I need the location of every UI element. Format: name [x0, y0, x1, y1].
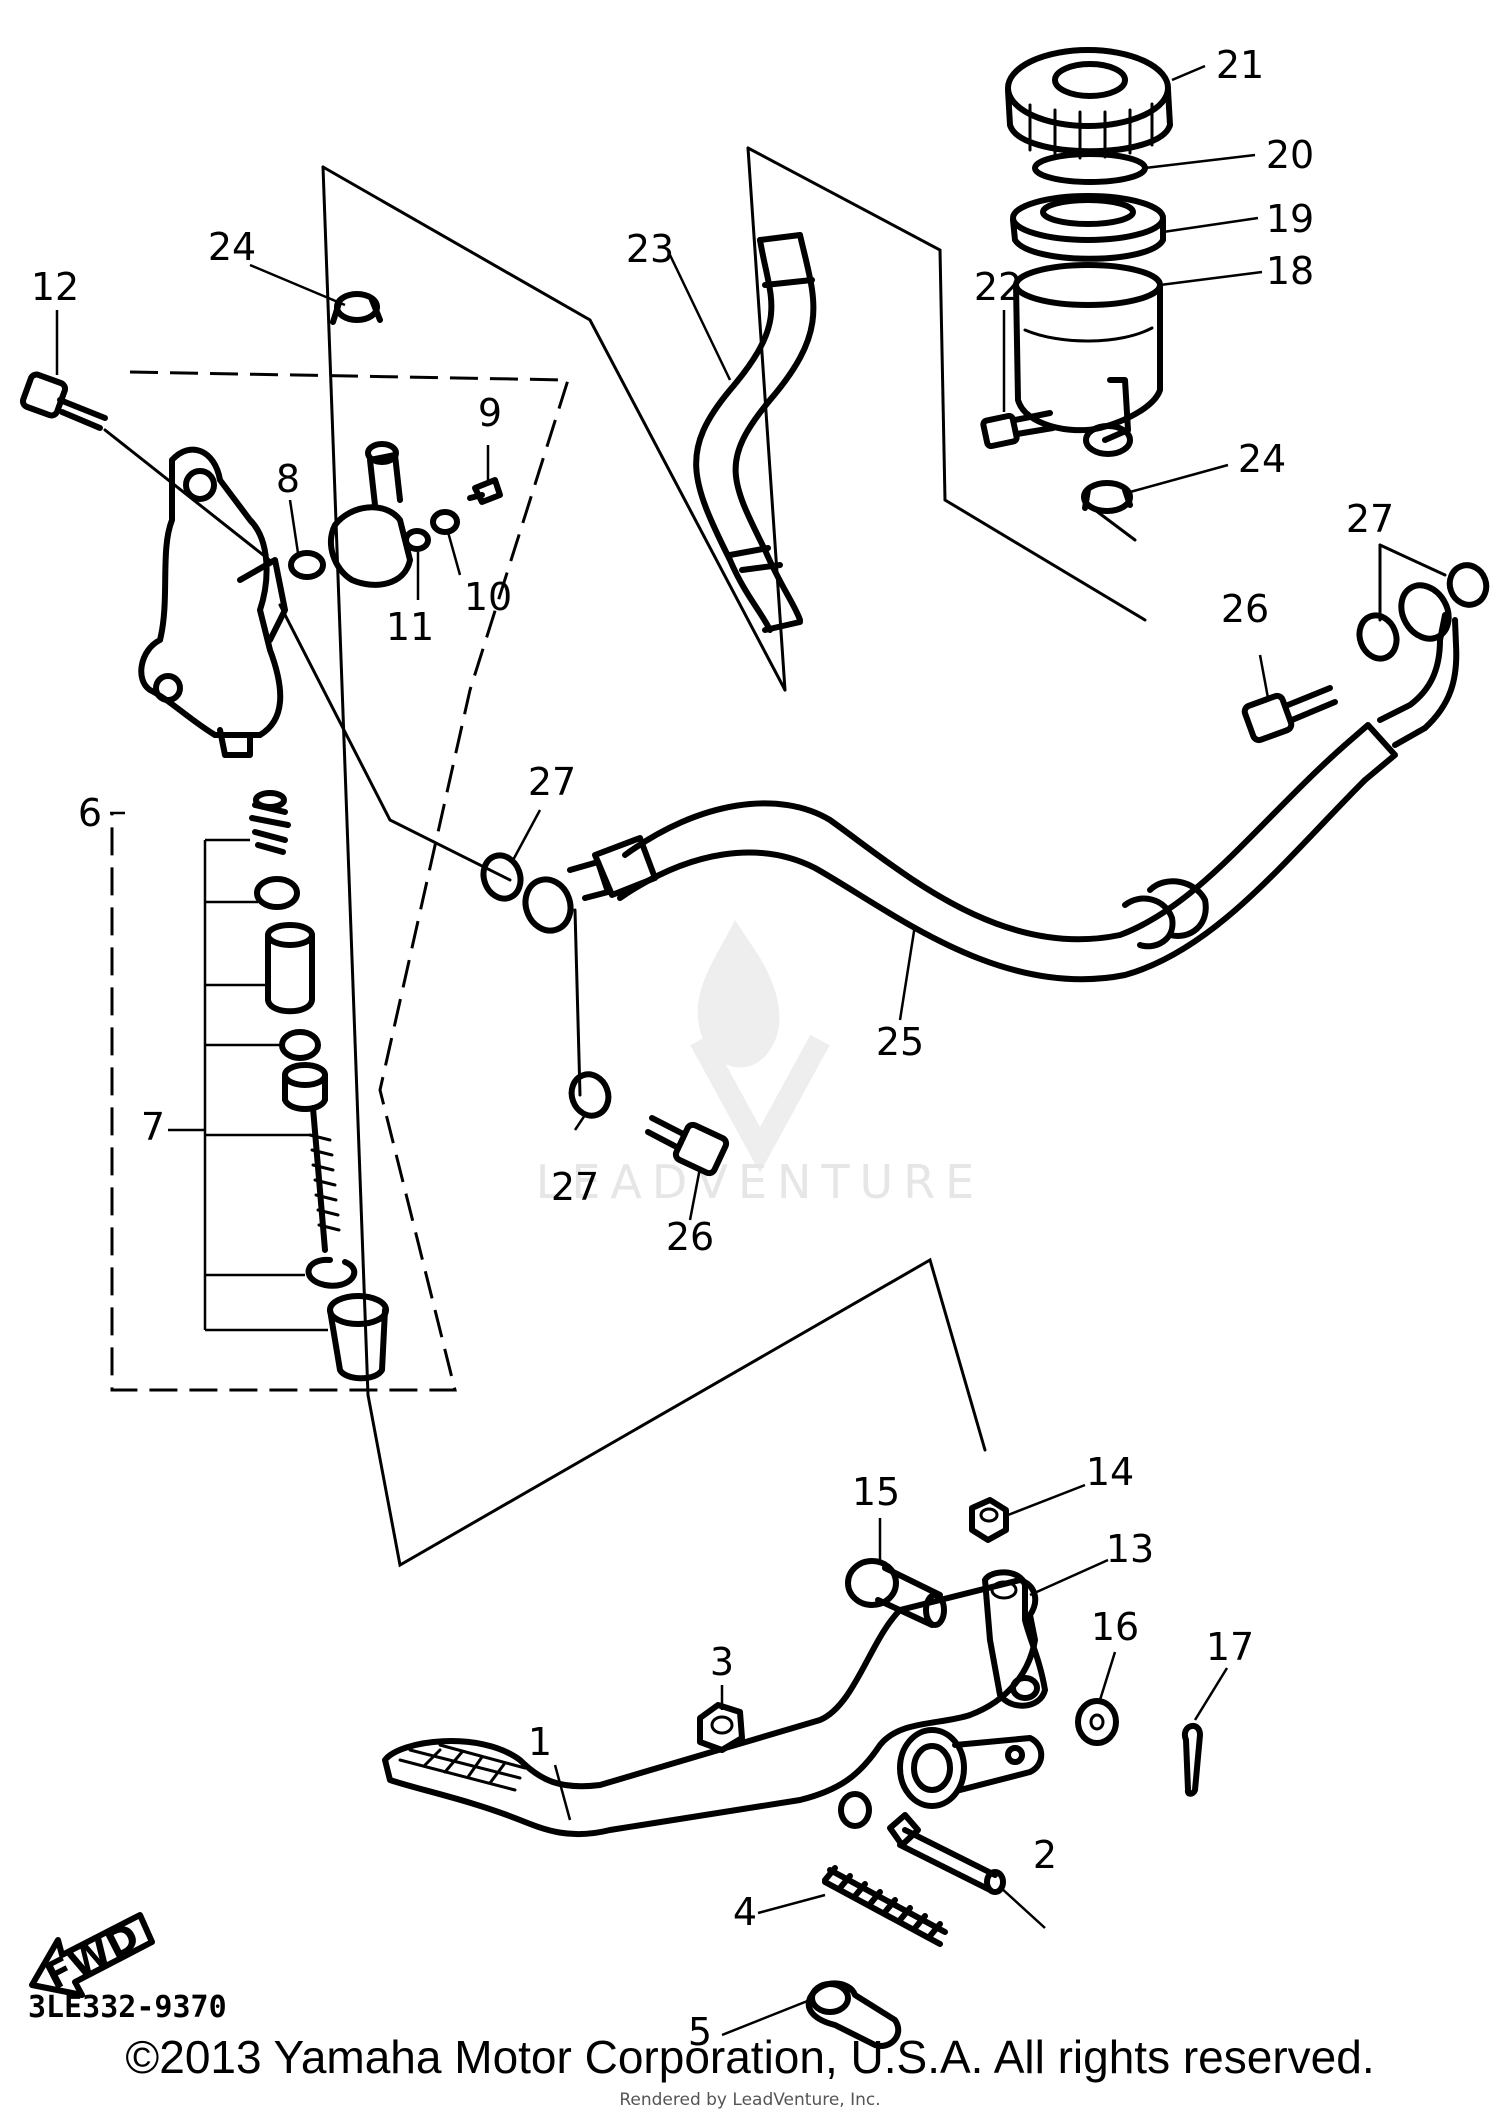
diagram-code: 3LE332-9370 [28, 1990, 227, 2025]
label-part-14: 14 [1086, 1450, 1134, 1494]
label-part-24-upper: 24 [208, 225, 256, 269]
washer-11 [403, 528, 431, 552]
reservoir-cap-21 [1005, 47, 1173, 160]
label-part-3: 3 [710, 1640, 734, 1684]
part-labels: 21 20 19 18 22 23 24 24 12 8 9 11 10 6 7… [31, 43, 1394, 2054]
label-part-22: 22 [974, 265, 1022, 309]
label-part-6: 6 [78, 791, 102, 835]
label-part-24-lower: 24 [1238, 437, 1286, 481]
washer-27-right-b [1446, 562, 1490, 608]
hose-clip-24-upper [330, 291, 383, 325]
label-part-25: 25 [876, 1020, 924, 1064]
screw-9 [467, 477, 503, 505]
label-part-23: 23 [626, 227, 674, 271]
label-part-27-right: 27 [1346, 497, 1394, 541]
label-part-12: 12 [31, 265, 79, 309]
label-part-5: 5 [688, 2010, 712, 2054]
brake-hose-25 [567, 612, 1460, 983]
washer-10 [430, 509, 460, 535]
label-part-10: 10 [464, 575, 512, 619]
label-part-7: 7 [141, 1105, 165, 1149]
washer-27-left-upper [480, 852, 524, 902]
diaphragm-19 [1010, 193, 1166, 262]
pivot-bolt-2 [887, 1812, 1006, 1895]
label-part-13: 13 [1106, 1527, 1154, 1571]
diaphragm-plate-20 [1032, 151, 1148, 185]
front-arrow-label: FWD [38, 1914, 147, 1998]
leader-lines [55, 64, 1270, 2037]
label-part-20: 20 [1266, 133, 1314, 177]
label-part-4: 4 [733, 1890, 757, 1934]
label-part-27-lower: 27 [551, 1165, 599, 1209]
bolt-12 [19, 371, 108, 431]
piston-kit-7 [249, 790, 389, 1382]
reservoir-tank-18 [1013, 262, 1163, 457]
label-part-2: 2 [1033, 1833, 1057, 1877]
banjo-union-right [1398, 582, 1452, 642]
piston-kit-7-bracket [198, 838, 328, 1332]
washer-27-left-lower [568, 1071, 612, 1119]
cotter-pin-17 [1181, 1723, 1203, 1797]
reservoir-hose-23 [693, 232, 817, 633]
assembly-outline-6 [110, 370, 571, 1392]
washer-16 [1075, 1698, 1119, 1746]
label-part-8: 8 [276, 457, 300, 501]
label-part-1: 1 [528, 1720, 552, 1764]
union-bolt-26-right [1241, 685, 1338, 744]
front-direction-arrow: FWD [29, 1912, 155, 1999]
banjo-union-left [522, 876, 574, 934]
reference-lines [103, 146, 1447, 1568]
label-part-15: 15 [852, 1470, 900, 1514]
copyright-notice: ©2013 Yamaha Motor Corporation, U.S.A. A… [125, 2031, 1375, 2083]
boot-5 [805, 1980, 902, 2049]
label-part-27-upper: 27 [528, 760, 576, 804]
label-part-11: 11 [386, 605, 434, 649]
label-part-9: 9 [478, 391, 502, 435]
watermark-text: LEADVENTURE [536, 1155, 985, 1209]
rendered-by-notice: Rendered by LeadVenture, Inc. [619, 2090, 881, 2110]
watermark-logo: LEADVENTURE [536, 920, 985, 1209]
label-part-26-upper: 26 [1221, 587, 1269, 631]
screw-22 [980, 410, 1056, 450]
nut-3 [697, 1702, 745, 1753]
label-part-17: 17 [1206, 1625, 1254, 1669]
label-part-19: 19 [1266, 197, 1314, 241]
union-bolt-26-left [645, 1115, 730, 1177]
nut-14 [969, 1497, 1009, 1543]
hose-clip-24-lower [1081, 480, 1133, 514]
return-spring-4 [822, 1865, 948, 1947]
hose-joint [328, 441, 413, 588]
bolt-15 [845, 1558, 947, 1628]
label-part-21: 21 [1216, 43, 1264, 87]
washer-27-right-a [1356, 612, 1400, 662]
o-ring-8 [288, 550, 326, 580]
label-part-16: 16 [1091, 1605, 1139, 1649]
master-cylinder-body-6 [138, 446, 288, 758]
label-part-26-lower: 26 [666, 1215, 714, 1259]
clevis-13 [982, 1569, 1048, 1709]
label-part-18: 18 [1266, 249, 1314, 293]
